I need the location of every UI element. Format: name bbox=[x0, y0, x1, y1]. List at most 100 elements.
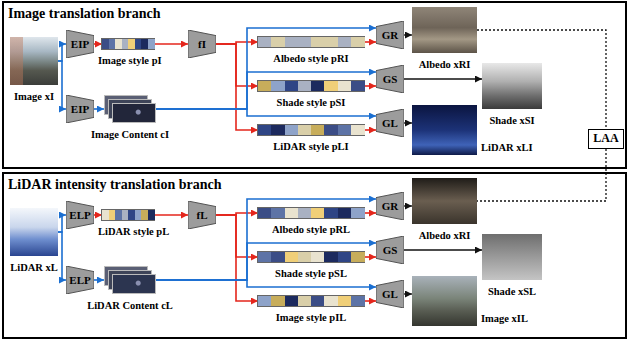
block-label: GL bbox=[382, 117, 398, 130]
style-code-cell bbox=[271, 37, 285, 47]
style-code-cell bbox=[148, 210, 155, 220]
style-code-cell bbox=[271, 81, 285, 91]
label-holder: EIP bbox=[66, 95, 94, 123]
style-code-bar: Shade style pSI bbox=[258, 81, 364, 91]
style-code-cell bbox=[258, 208, 272, 218]
connector-arrow bbox=[404, 34, 412, 35]
connector-arrow bbox=[364, 256, 376, 258]
style-code-cell bbox=[338, 208, 352, 218]
block-label: Shade xSI bbox=[489, 115, 534, 127]
label-holder: Image xIL bbox=[481, 308, 528, 326]
trapezoid-outline bbox=[66, 266, 94, 294]
connectors bbox=[58, 28, 606, 301]
style-code-cell bbox=[338, 125, 352, 135]
trapezoid-outline bbox=[66, 30, 94, 58]
label-holder: Albedo xRI bbox=[419, 225, 471, 243]
style-code-bar: Image style pIL bbox=[258, 296, 364, 306]
trapezoid-outline bbox=[376, 21, 404, 49]
label-holder: fI bbox=[188, 30, 216, 58]
block-label: EIP bbox=[71, 103, 89, 116]
style-code-cell bbox=[298, 37, 312, 47]
style-code-cell bbox=[311, 81, 325, 91]
label-holder: GS bbox=[376, 65, 404, 93]
block-label: Image xIL bbox=[481, 313, 528, 325]
label-holder: LiDAR xL bbox=[10, 257, 58, 275]
trapezoid-outline bbox=[376, 65, 404, 93]
connector-arrow bbox=[156, 243, 376, 280]
style-code-cell bbox=[285, 81, 299, 91]
style-code-cell bbox=[338, 296, 352, 306]
connector-arrow bbox=[58, 61, 66, 109]
generator-trapezoid: GR bbox=[376, 21, 404, 49]
branch-title: Image translation branch bbox=[8, 6, 160, 22]
branch-panel: Image xIEIPEIPImage style pIImage Conten… bbox=[2, 1, 627, 169]
style-code-bar: Albedo style pRI bbox=[258, 37, 364, 47]
loss-box: LAA bbox=[588, 129, 624, 149]
label-holder: Albedo style pRL bbox=[272, 219, 350, 237]
style-code-cell bbox=[298, 81, 312, 91]
mapping-trapezoid: fI bbox=[188, 30, 216, 58]
style-code-cell bbox=[258, 37, 272, 47]
connector-arrow bbox=[94, 43, 102, 45]
style-code-bar: LiDAR style pL bbox=[102, 210, 154, 220]
connector-arrow bbox=[156, 280, 376, 287]
style-code-cell bbox=[351, 125, 365, 135]
label-holder: GL bbox=[376, 280, 404, 308]
encoder-trapezoid: EIP bbox=[66, 30, 94, 58]
style-code-cell bbox=[311, 125, 325, 135]
style-code-cell bbox=[324, 208, 338, 218]
content-feature-stack: LiDAR Content cL bbox=[104, 266, 156, 294]
style-code-cell bbox=[324, 37, 338, 47]
style-code-cell bbox=[311, 208, 325, 218]
label-holder: LiDAR style pLI bbox=[273, 136, 348, 154]
label-holder: Albedo xRI bbox=[419, 54, 471, 72]
style-code-cell bbox=[324, 252, 338, 262]
trapezoid-outline bbox=[376, 236, 404, 264]
block-label: fI bbox=[198, 38, 206, 51]
style-code-cell bbox=[271, 252, 285, 262]
encoder-trapezoid: EIP bbox=[66, 95, 94, 123]
style-code-cell bbox=[258, 296, 272, 306]
label-holder: Shade xSI bbox=[489, 110, 534, 128]
shade-image: Shade xSI bbox=[482, 63, 542, 109]
style-code-cell bbox=[258, 125, 272, 135]
block-label: GL bbox=[382, 288, 398, 301]
generator-trapezoid: GS bbox=[376, 236, 404, 264]
block-label: ELP bbox=[69, 209, 90, 222]
connector-arrow bbox=[364, 212, 376, 214]
input-photo: LiDAR xL bbox=[10, 208, 58, 256]
block-label: GS bbox=[383, 244, 398, 257]
connector-arrow bbox=[404, 293, 412, 294]
style-code-cell bbox=[285, 208, 299, 218]
label-holder: EIP bbox=[66, 30, 94, 58]
style-code-cell bbox=[285, 296, 299, 306]
label-holder: GR bbox=[376, 21, 404, 49]
style-code-cell bbox=[285, 252, 299, 262]
shade-image: Shade xSL bbox=[482, 234, 542, 280]
connector-arrow bbox=[404, 205, 412, 206]
dotted-loss-line bbox=[477, 149, 606, 201]
label-holder: LiDAR style pL bbox=[98, 221, 169, 239]
label-holder: Albedo style pRI bbox=[273, 48, 348, 66]
connector-arrow bbox=[58, 44, 66, 61]
label-holder: Shade style pSL bbox=[275, 263, 347, 281]
label-holder: LiDAR intensity translation branch bbox=[8, 175, 222, 193]
block-label: Image xI bbox=[14, 91, 54, 103]
connector-arrow bbox=[156, 199, 376, 280]
style-code-cell bbox=[271, 296, 285, 306]
block-label: fL bbox=[197, 209, 208, 222]
trapezoid-outline bbox=[376, 280, 404, 308]
block-label: LiDAR style pL bbox=[98, 226, 169, 238]
label-holder: Shade style pSI bbox=[277, 92, 346, 110]
trapezoid-outline bbox=[188, 30, 216, 58]
generator-trapezoid: GR bbox=[376, 192, 404, 220]
lidar-image: LiDAR xLI bbox=[412, 105, 477, 155]
block-label: Shade style pSI bbox=[277, 97, 346, 109]
style-code-cell bbox=[338, 81, 352, 91]
trapezoid-outline bbox=[66, 201, 94, 229]
connector-arrow bbox=[58, 215, 66, 232]
block-label: Albedo xRI bbox=[419, 59, 471, 71]
connector-arrow bbox=[404, 122, 412, 123]
style-code-cell bbox=[324, 125, 338, 135]
